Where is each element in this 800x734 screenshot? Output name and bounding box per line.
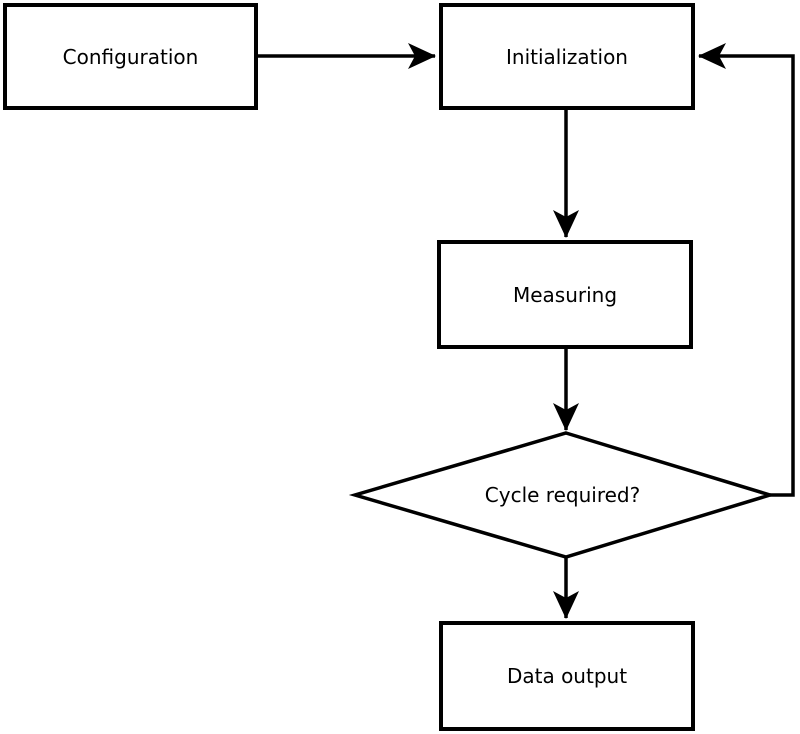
decision-diamond-shape bbox=[348, 431, 777, 559]
node-data-output-label: Data output bbox=[506, 664, 628, 688]
node-configuration-label: Configuration bbox=[62, 44, 199, 69]
node-initialization: Initialization bbox=[439, 3, 695, 110]
node-configuration: Configuration bbox=[3, 3, 258, 110]
node-initialization-label: Initialization bbox=[506, 44, 628, 69]
node-measuring: Measuring bbox=[437, 240, 693, 349]
node-measuring-label: Measuring bbox=[512, 282, 618, 307]
node-data-output: Data output bbox=[439, 621, 695, 731]
edge-decision-to-initialization-feedback bbox=[698, 43, 795, 497]
